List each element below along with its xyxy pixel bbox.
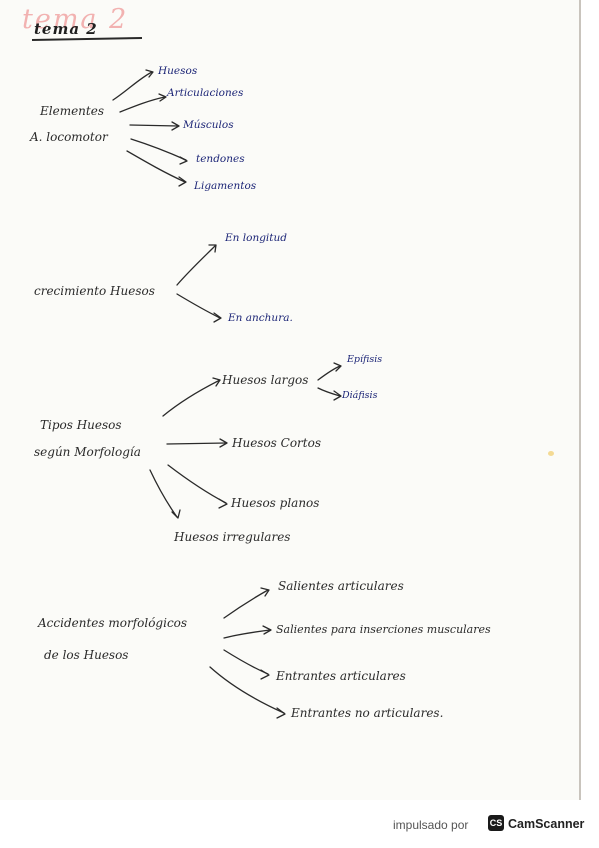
arrow-to-articulaciones (119, 96, 166, 113)
arrow-layer (112, 69, 342, 719)
arrow-to-cortos (166, 442, 227, 445)
arrow-head (171, 121, 180, 131)
arrow-head (158, 93, 167, 102)
title-overwrite: tema 2 (22, 4, 129, 35)
target-huesos-largos: Huesos largos (222, 373, 309, 387)
target-salientes-inserciones: Salientes para inserciones musculares (276, 623, 491, 636)
page-title: tema 2 (34, 20, 98, 38)
section4-source-line1: Accidentes morfológicos (38, 616, 188, 630)
target-huesos: Huesos (158, 65, 198, 77)
arrow-to-anchura (176, 293, 221, 319)
arrow-head (208, 244, 217, 253)
arrow-head (145, 69, 154, 78)
target-musculos: Músculos (183, 119, 234, 131)
arrow-to-largos (162, 379, 221, 417)
arrow-head (171, 509, 181, 519)
arrow-to-salientes-art (223, 589, 269, 619)
arrow-head (262, 625, 272, 635)
section1-source-line1: Elementes (40, 104, 104, 118)
section2-source: crecimiento Huesos (34, 284, 155, 298)
target-articulaciones: Articulaciones (167, 87, 244, 99)
arrow-head (213, 312, 222, 323)
arrow-to-epifisis (317, 365, 341, 381)
target-huesos-irregulares: Huesos irregulares (174, 530, 291, 544)
arrow-head (212, 377, 221, 387)
arrow-head (179, 156, 188, 165)
subtarget-epifisis: Epífisis (347, 354, 383, 365)
target-huesos-cortos: Huesos Cortos (232, 436, 321, 450)
subtarget-diafisis: Diáfisis (342, 390, 378, 401)
target-tendones: tendones (196, 153, 245, 165)
powered-by-text: impulsado por (393, 818, 469, 832)
arrow-head (333, 390, 342, 401)
section3-source-line2: según Morfología (34, 445, 141, 459)
arrow-head (260, 587, 270, 597)
target-huesos-planos: Huesos planos (231, 496, 320, 510)
section1-source-line2: A. locomotor (30, 130, 108, 144)
arrow-to-irregulares (149, 469, 178, 518)
target-ligamentos: Ligamentos (194, 180, 257, 192)
section3-source-line1: Tipos Huesos (40, 418, 122, 432)
arrow-head (218, 498, 228, 509)
arrow-to-ligamentos (126, 150, 186, 183)
camscanner-logo-icon: CS (488, 815, 504, 831)
arrow-head (333, 362, 342, 372)
arrow-to-longitud (176, 245, 216, 286)
arrow-to-entrantes-no (209, 666, 285, 714)
arrow-head (178, 176, 187, 187)
arrow-head (276, 707, 286, 719)
target-en-anchura: En anchura. (228, 312, 293, 324)
arrow-head (260, 669, 270, 680)
arrow-head (219, 438, 228, 448)
target-en-longitud: En longitud (225, 232, 287, 244)
camscanner-brand: CamScanner (508, 817, 585, 831)
arrow-to-huesos (112, 71, 153, 101)
arrow-to-salientes-ins (223, 629, 271, 639)
target-entrantes-articulares: Entrantes articulares (276, 669, 406, 683)
target-entrantes-no-articulares: Entrantes no articulares. (291, 706, 444, 720)
notebook-page: tema 2 tema 2 (0, 0, 581, 801)
arrow-to-tendones (130, 138, 187, 161)
target-salientes-articulares: Salientes articulares (278, 579, 404, 593)
paper-smudge (548, 451, 554, 456)
section4-source-line2: de los Huesos (44, 648, 129, 662)
arrow-to-musculos (129, 124, 179, 127)
arrow-to-diafisis (317, 387, 341, 397)
arrow-to-planos (167, 464, 227, 504)
